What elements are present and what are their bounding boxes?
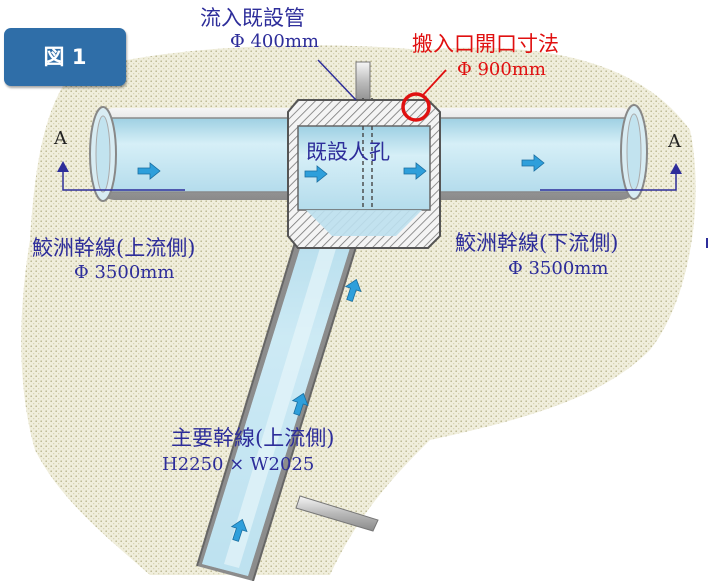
hatch-opening-label: 搬入口開口寸法 — [412, 32, 559, 56]
opening-marker-circle — [401, 92, 431, 122]
flow-arrow-7 — [230, 518, 248, 542]
upstream-trunk-label: 鮫洲幹線(上流側) — [32, 236, 196, 260]
upstream-trunk-size: Φ 3500mm — [74, 262, 175, 283]
inflow-leader-line — [317, 59, 357, 101]
manhole-label: 既設人孔 — [306, 140, 390, 164]
flow-arrow-6 — [291, 392, 309, 416]
flow-arrow-5 — [344, 278, 362, 302]
flow-arrows — [137, 154, 545, 542]
inflow-pipe-label: 流入既設管 — [200, 6, 305, 30]
main-trunk-label: 主要幹線(上流側) — [171, 426, 335, 450]
section-marker-right — [540, 163, 682, 191]
flow-arrow-1 — [137, 162, 161, 180]
section-marker-left — [57, 161, 185, 191]
flow-arrow-2 — [304, 165, 328, 183]
main-trunk-conduit — [196, 205, 365, 581]
existing-manhole — [287, 99, 441, 249]
downstream-trunk-size: Φ 3500mm — [508, 258, 609, 279]
flow-arrow-4 — [521, 154, 545, 172]
hatch-opening-size: Φ 900mm — [457, 59, 546, 80]
figure-badge: 図 1 — [4, 28, 126, 86]
downstream-trunk-label: 鮫洲幹線(下流側) — [455, 231, 619, 255]
flow-arrow-3 — [403, 162, 427, 180]
support-beam — [295, 495, 379, 532]
section-label-left: A — [54, 128, 67, 149]
main-trunk-size: H2250 × W2025 — [162, 454, 315, 475]
hatch-leader-line — [422, 69, 447, 96]
inflow-pipe-size: Φ 400mm — [230, 31, 319, 52]
section-label-right: A — [668, 131, 681, 152]
